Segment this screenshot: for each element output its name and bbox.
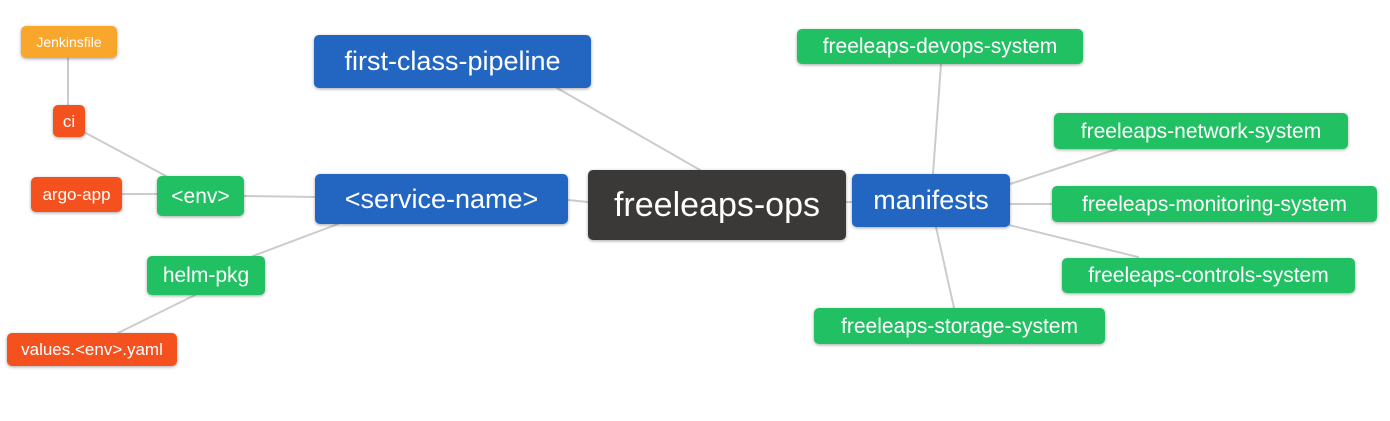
node-freeleaps-controls-system[interactable]: freeleaps-controls-system: [1062, 258, 1355, 293]
edge-manifests-to-freeleaps-network-system: [1009, 148, 1118, 185]
node-label: freeleaps-ops: [613, 186, 820, 224]
node-label: freeleaps-devops-system: [822, 35, 1058, 58]
node-label: freeleaps-controls-system: [1088, 264, 1329, 287]
node-label: first-class-pipeline: [344, 46, 561, 76]
node-helm-pkg[interactable]: helm-pkg: [147, 256, 265, 295]
node-label: ci: [62, 111, 76, 131]
node-freeleaps-storage-system[interactable]: freeleaps-storage-system: [814, 308, 1105, 344]
edge-manifests-to-freeleaps-devops-system: [932, 63, 942, 175]
node-label: <service-name>: [344, 183, 539, 214]
edge-values-env-yaml-to-helm-pkg: [117, 294, 196, 334]
node-manifests[interactable]: manifests: [852, 174, 1010, 227]
node-freeleaps-monitoring-system[interactable]: freeleaps-monitoring-system: [1052, 186, 1377, 222]
node-jenkinsfile[interactable]: Jenkinsfile: [21, 26, 117, 58]
node-argo-app[interactable]: argo-app: [31, 177, 122, 212]
edge-manifests-to-freeleaps-controls-system: [1008, 224, 1139, 258]
node-freeleaps-network-system[interactable]: freeleaps-network-system: [1054, 113, 1348, 149]
node-label: Jenkinsfile: [36, 34, 102, 50]
node-label: <env>: [171, 184, 230, 208]
node-label: helm-pkg: [162, 264, 250, 287]
node-label: freeleaps-network-system: [1080, 119, 1322, 143]
node-label: manifests: [873, 185, 989, 215]
edge-helm-pkg-to-service-name: [252, 223, 339, 257]
edge-manifests-to-freeleaps-storage-system: [935, 226, 955, 309]
node-label: values.<env>.yaml: [21, 340, 163, 359]
edge-service-name-to-freeleaps-ops: [567, 199, 589, 203]
edge-first-class-pipeline-to-freeleaps-ops: [556, 87, 701, 171]
node-values-env-yaml[interactable]: values.<env>.yaml: [7, 333, 177, 366]
node-service-name[interactable]: <service-name>: [315, 174, 568, 224]
edge-ci-to-env: [83, 131, 167, 177]
node-freeleaps-ops[interactable]: freeleaps-ops: [588, 170, 846, 240]
node-label: argo-app: [42, 185, 111, 204]
edge-env-to-service-name: [243, 195, 316, 198]
node-freeleaps-devops-system[interactable]: freeleaps-devops-system: [797, 29, 1083, 64]
node-label: freeleaps-storage-system: [841, 314, 1078, 338]
node-env[interactable]: <env>: [157, 176, 244, 216]
node-first-class-pipeline[interactable]: first-class-pipeline: [314, 35, 591, 88]
node-label: freeleaps-monitoring-system: [1082, 192, 1347, 216]
node-ci[interactable]: ci: [53, 105, 85, 137]
